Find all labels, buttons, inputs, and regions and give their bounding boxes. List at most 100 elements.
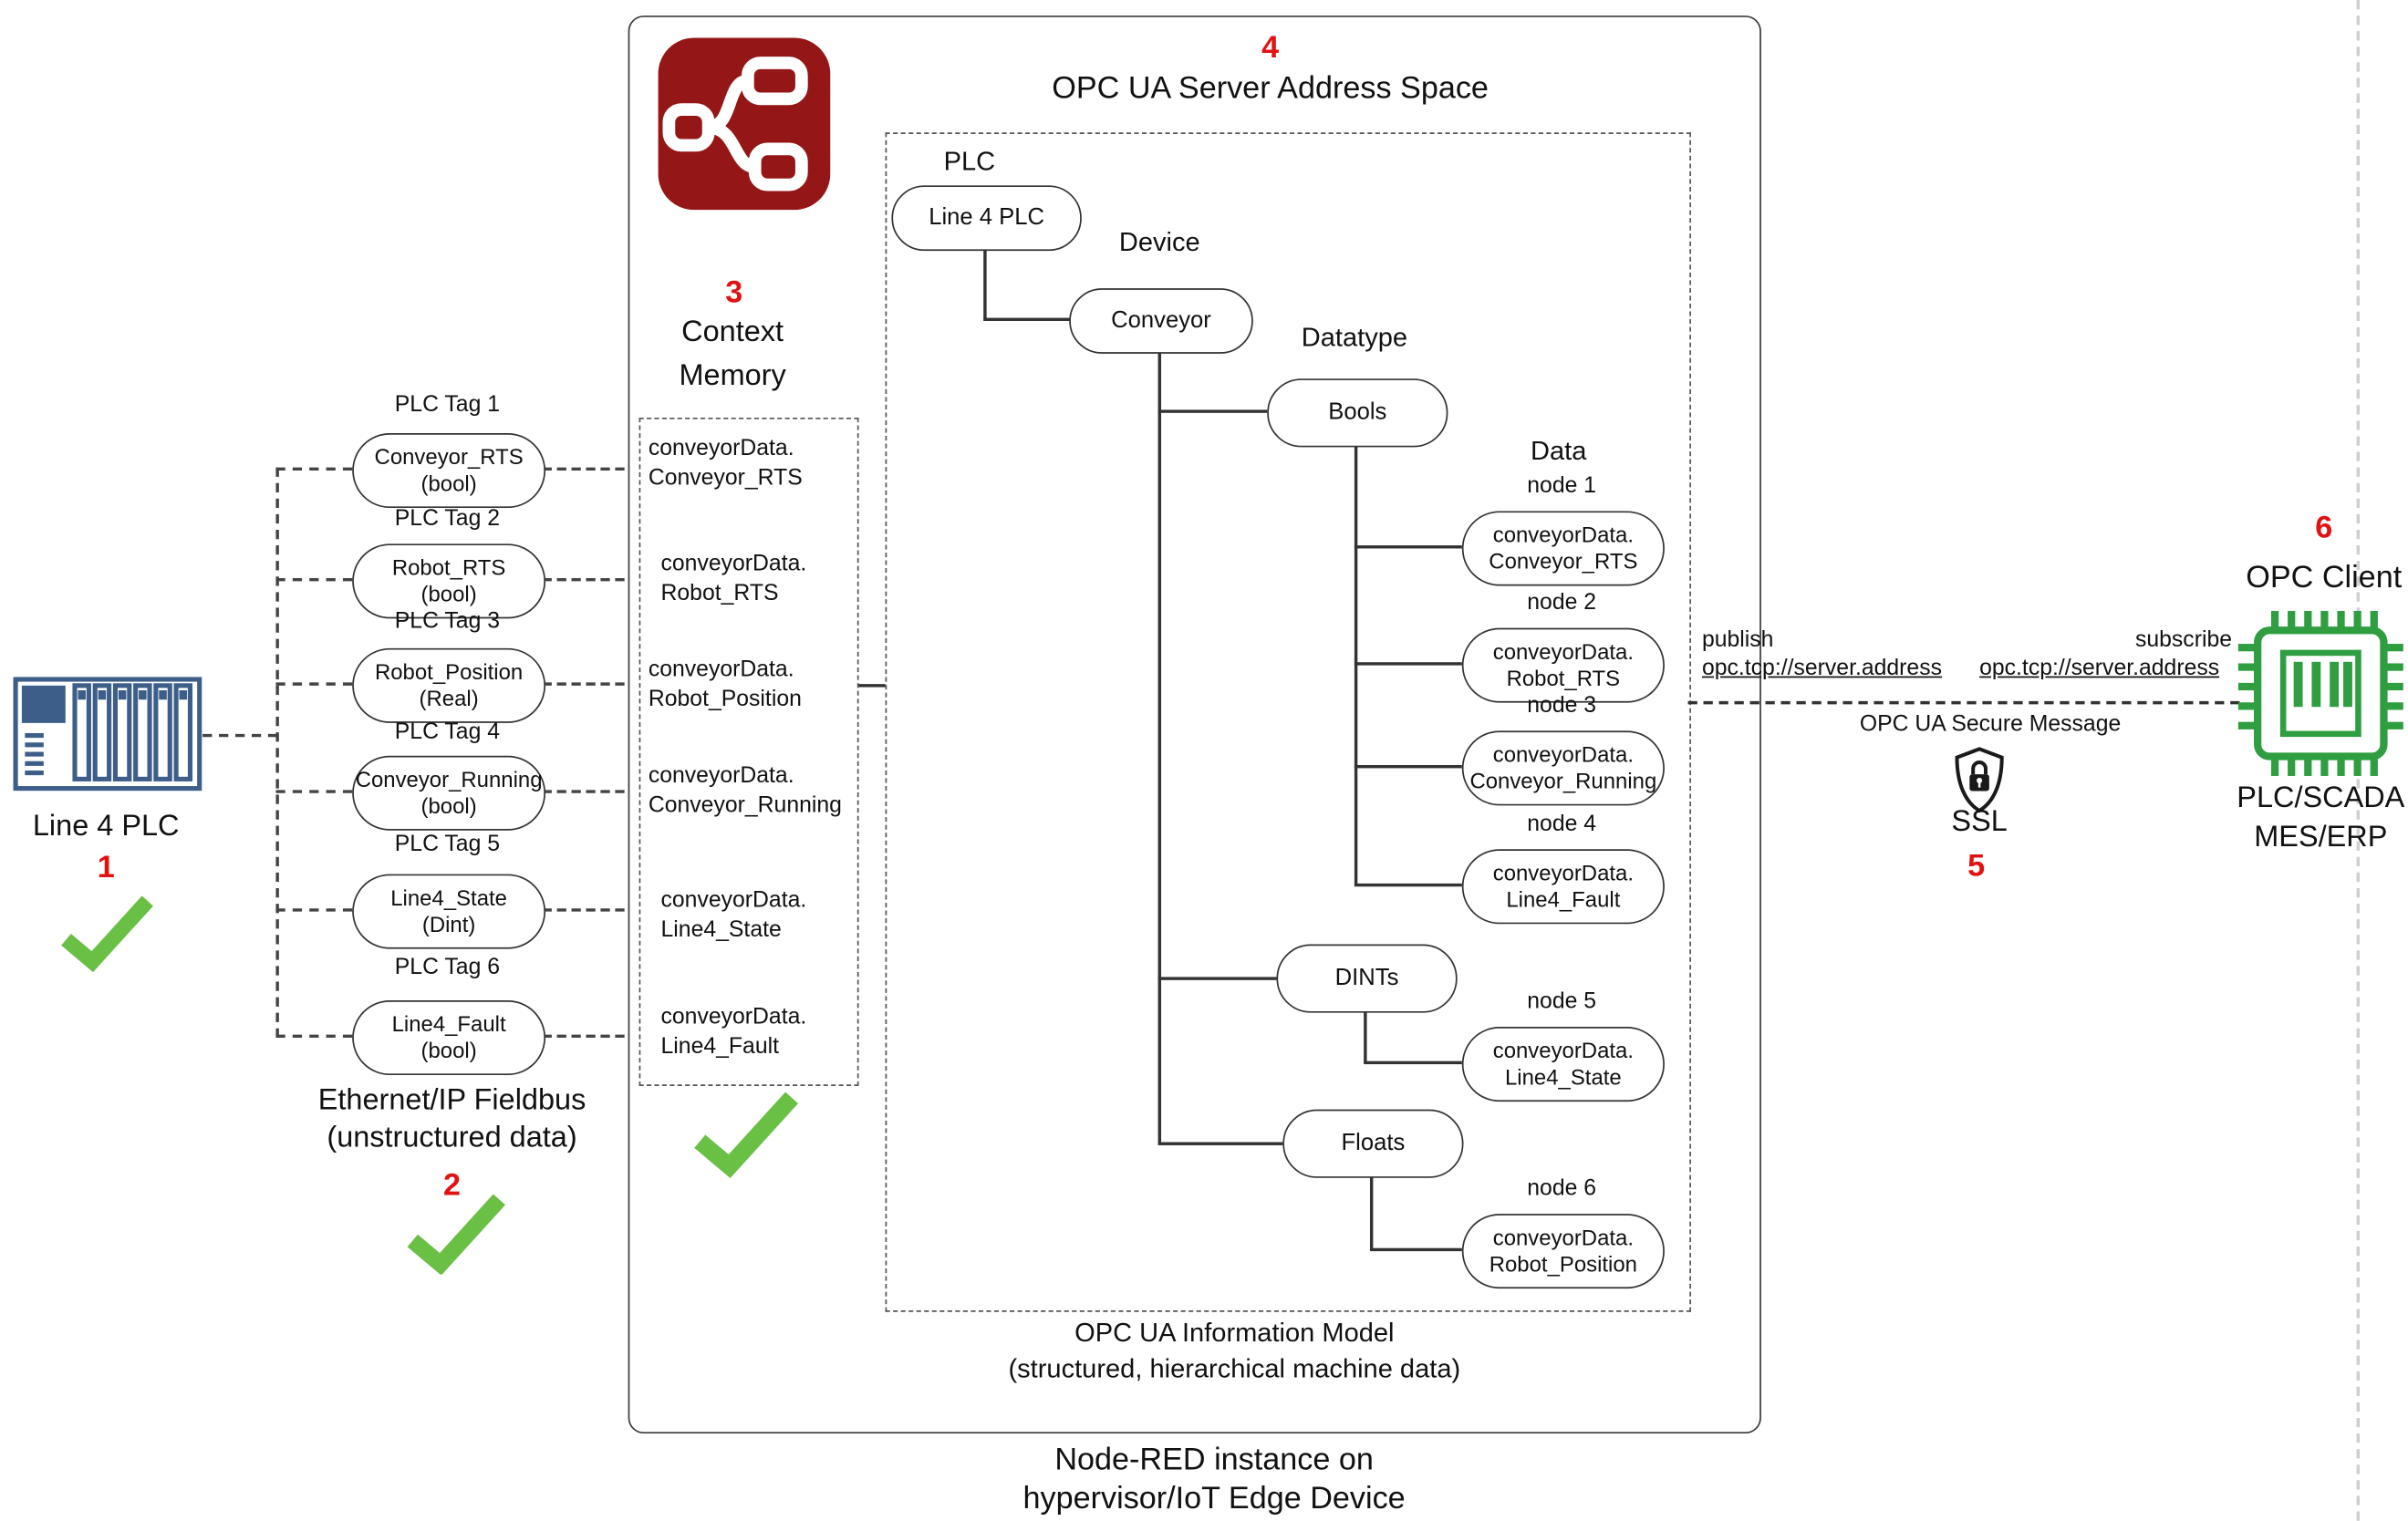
data-node-5-line2: Line4_State bbox=[1505, 1064, 1622, 1090]
plc-tag-2-type: (bool) bbox=[420, 581, 477, 606]
context-entry-5-line1: conveyorData. bbox=[660, 887, 807, 914]
data-node-4-line2: Line4_Fault bbox=[1506, 886, 1621, 912]
context-entry-2-line1: conveyorData. bbox=[660, 551, 807, 577]
data-node-5-oval: conveyorData. Line4_State bbox=[1461, 1027, 1665, 1102]
context-entry-3-line2: Robot_Position bbox=[648, 687, 802, 712]
data-node-5-line1: conveyorData. bbox=[1492, 1037, 1634, 1063]
context-entry-1-line2: Conveyor_RTS bbox=[648, 465, 803, 491]
opc-client-chip-icon bbox=[2237, 610, 2403, 776]
context-entry-6: conveyorData. Line4_Fault bbox=[661, 1003, 807, 1062]
context-memory-box bbox=[638, 417, 859, 1086]
context-entry-6-line2: Line4_Fault bbox=[660, 1034, 779, 1060]
device-node-oval: Conveyor bbox=[1069, 288, 1253, 354]
bus-stub-tag-2 bbox=[275, 577, 353, 582]
step-2-badge: 2 bbox=[443, 1168, 462, 1204]
data-node-6-line1: conveyorData. bbox=[1492, 1224, 1634, 1250]
plc-tag-3-oval: Robot_Position (Real) bbox=[352, 647, 546, 723]
fieldbus-bus-line bbox=[275, 467, 279, 1039]
plc-tag-5-name: Line4_State bbox=[390, 885, 507, 910]
tag-5-to-context-connector bbox=[542, 908, 639, 912]
information-model-footer-line1: OPC UA Information Model bbox=[1074, 1318, 1395, 1349]
context-memory-title-line1: Context bbox=[681, 316, 784, 349]
plc-tag-4-type: (bool) bbox=[420, 792, 477, 819]
publish-label: publish bbox=[1701, 627, 1774, 653]
publish-address: opc.tcp://server.address bbox=[1701, 656, 1942, 681]
checkmark-3-icon bbox=[694, 1092, 798, 1178]
context-entry-2-line2: Robot_RTS bbox=[660, 581, 779, 606]
secure-message-label: OPC UA Secure Message bbox=[1859, 711, 2122, 738]
level-label-data: Data bbox=[1531, 436, 1587, 466]
data-node-2-label: node 2 bbox=[1527, 590, 1597, 616]
data-node-4-label: node 4 bbox=[1527, 812, 1597, 837]
level-label-datatype: Datatype bbox=[1301, 322, 1408, 353]
checkmark-1-icon bbox=[61, 895, 153, 973]
plc-tag-3-name: Robot_Position bbox=[374, 658, 524, 685]
ssl-shield-icon bbox=[1955, 747, 2004, 813]
node-red-instance-box bbox=[628, 16, 1761, 1434]
tree-line bbox=[1354, 764, 1462, 768]
datatype-floats-oval: Floats bbox=[1282, 1109, 1464, 1178]
plc-tag-3-type: (Real) bbox=[419, 685, 479, 711]
data-node-4-line1: conveyorData. bbox=[1492, 860, 1634, 885]
tree-line bbox=[1364, 1009, 1366, 1063]
data-node-4-oval: conveyorData. Line4_Fault bbox=[1461, 849, 1665, 925]
subscribe-label: subscribe bbox=[2134, 627, 2233, 653]
data-node-3-label: node 3 bbox=[1527, 693, 1597, 719]
plc-tag-5-type: (Dint) bbox=[421, 911, 476, 936]
data-node-3-oval: conveyorData. Conveyor_Running bbox=[1461, 730, 1665, 806]
plc-tag-5-oval: Line4_State (Dint) bbox=[352, 874, 546, 949]
datatype-floats-text: Floats bbox=[1341, 1129, 1406, 1156]
plc-hardware-icon bbox=[13, 677, 202, 792]
address-space-title: OPC UA Server Address Space bbox=[1052, 71, 1489, 107]
tree-line bbox=[1369, 1247, 1462, 1251]
fieldbus-label-line1: Ethernet/IP Fieldbus bbox=[317, 1084, 586, 1118]
tree-line bbox=[1157, 409, 1268, 413]
datatype-dints-oval: DINTs bbox=[1276, 944, 1458, 1013]
context-memory-title-line2: Memory bbox=[679, 359, 786, 393]
client-caption-line2: MES/ERP bbox=[2254, 821, 2388, 854]
data-node-1-oval: conveyorData. Conveyor_RTS bbox=[1461, 511, 1665, 586]
context-entry-3-line1: conveyorData. bbox=[648, 657, 794, 683]
node-red-caption-line1: Node-RED instance on bbox=[1054, 1443, 1374, 1477]
plc-tag-2-label: PLC Tag 2 bbox=[394, 506, 501, 532]
node-red-logo-icon bbox=[658, 37, 831, 211]
fieldbus-label-line2: (unstructured data) bbox=[327, 1122, 577, 1155]
information-model-footer-line2: (structured, hierarchical machine data) bbox=[1008, 1353, 1461, 1384]
tree-line bbox=[1157, 977, 1277, 980]
data-node-3-line1: conveyorData. bbox=[1492, 741, 1634, 767]
bus-stub-tag-4 bbox=[275, 790, 353, 793]
bus-stub-tag-6 bbox=[275, 1034, 353, 1039]
plc-tag-6-oval: Line4_Fault (bool) bbox=[352, 1000, 546, 1076]
context-entry-4-line2: Conveyor_Running bbox=[648, 792, 842, 819]
context-entry-4: conveyorData. Conveyor_Running bbox=[649, 762, 842, 822]
context-entry-6-line1: conveyorData. bbox=[660, 1005, 807, 1030]
step-4-badge: 4 bbox=[1261, 31, 1280, 66]
step-6-badge: 6 bbox=[2315, 511, 2333, 546]
plc-tag-6-name: Line4_Fault bbox=[391, 1010, 506, 1037]
context-entry-1-line1: conveyorData. bbox=[648, 436, 794, 461]
ssl-label: SSL bbox=[1951, 805, 2008, 839]
bus-stub-tag-1 bbox=[275, 467, 353, 471]
plc-tag-3-label: PLC Tag 3 bbox=[394, 609, 501, 635]
tag-6-to-context-connector bbox=[542, 1034, 639, 1039]
data-node-2-oval: conveyorData. Robot_RTS bbox=[1461, 627, 1665, 703]
step-1-badge: 1 bbox=[97, 850, 115, 885]
data-node-1-label: node 1 bbox=[1527, 473, 1597, 499]
client-caption-line1: PLC/SCADA bbox=[2237, 781, 2405, 815]
plc-tag-4-oval: Conveyor_Running (bool) bbox=[352, 755, 546, 831]
plc-tag-1-name: Conveyor_RTS bbox=[374, 443, 524, 470]
context-entry-2: conveyorData. Robot_RTS bbox=[661, 550, 807, 609]
step-5-badge: 5 bbox=[1967, 849, 1986, 884]
plc-tag-2-name: Robot_RTS bbox=[391, 554, 506, 580]
opc-client-title: OPC Client bbox=[2246, 561, 2403, 595]
plc-label: Line 4 PLC bbox=[32, 810, 180, 843]
plc-node-oval: Line 4 PLC bbox=[891, 185, 1082, 252]
data-node-3-line2: Conveyor_Running bbox=[1469, 768, 1657, 793]
subscribe-address: opc.tcp://server.address bbox=[1979, 656, 2220, 681]
step-3-badge: 3 bbox=[725, 275, 743, 311]
plc-to-bus-connector bbox=[202, 733, 278, 738]
data-node-2-line1: conveyorData. bbox=[1492, 638, 1634, 664]
data-node-6-label: node 6 bbox=[1527, 1176, 1597, 1202]
